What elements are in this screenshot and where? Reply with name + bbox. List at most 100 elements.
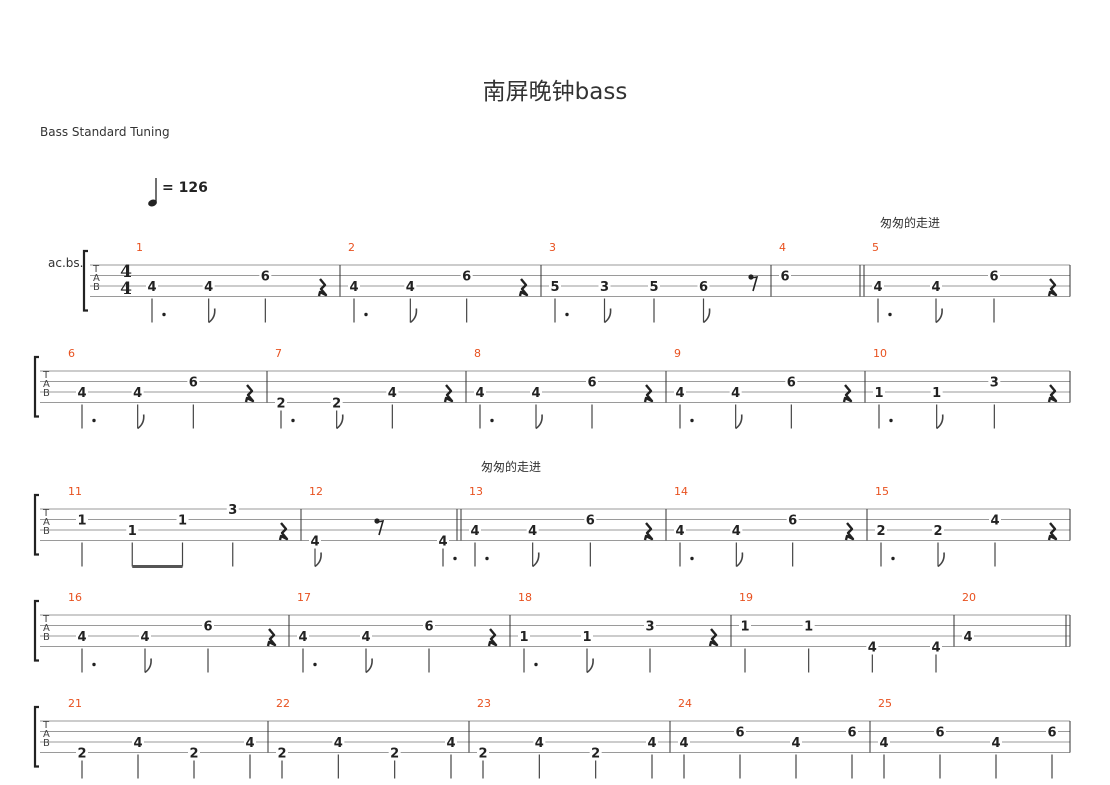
fret-number-bg (309, 533, 321, 547)
fret-number: 6 (462, 270, 471, 285)
fret-number-bg (878, 735, 890, 748)
fret-number: 2 (390, 747, 399, 762)
augmentation-dot (92, 418, 96, 423)
fret-number-bg (990, 735, 1002, 748)
eighth-flag-icon (336, 414, 344, 430)
eighth-flag-icon (208, 308, 216, 324)
fret-number: 4 (732, 524, 741, 539)
measure-number: 21 (68, 697, 82, 710)
eighth-flag-icon (314, 552, 322, 568)
fret-number-bg (404, 279, 417, 292)
fret-number-bg (131, 385, 144, 398)
tab-clef-letter: B (43, 526, 50, 537)
score-title: 南屏晚钟bass (482, 79, 628, 105)
measure-number: 1 (136, 241, 143, 254)
fret-number: 2 (276, 397, 285, 412)
tuning-label: Bass Standard Tuning (40, 125, 170, 139)
fret-number: 6 (989, 270, 998, 285)
fret-number: 4 (406, 280, 415, 295)
fret-number-bg (533, 735, 546, 748)
measure-number: 23 (477, 697, 491, 710)
tempo-marking: = 126 (162, 180, 208, 196)
fret-number-bg (873, 385, 885, 398)
fret-number: 6 (788, 514, 797, 529)
fret-number-bg (330, 395, 343, 409)
instrument-label: ac.bs. (48, 256, 84, 270)
measure-number: 25 (878, 697, 892, 710)
augmentation-dot (889, 418, 893, 423)
fret-number-bg (730, 523, 743, 536)
eighth-flag-icon (735, 552, 744, 568)
augmentation-dot (453, 556, 457, 561)
system-bracket (33, 355, 39, 418)
fret-number: 5 (649, 280, 658, 295)
fret-number-bg (226, 502, 239, 515)
fret-number: 4 (528, 524, 537, 539)
augmentation-dot (162, 312, 166, 317)
system-bracket (33, 599, 39, 662)
fret-number: 4 (361, 630, 370, 645)
tab-clef-letter: B (43, 738, 50, 749)
measure-number: 14 (674, 485, 688, 498)
fret-number-bg (469, 523, 481, 536)
quarter-rest-icon (708, 628, 719, 647)
eighth-flag-icon (137, 414, 145, 430)
fret-number: 4 (438, 535, 447, 550)
quarter-rest-icon (443, 384, 454, 403)
fret-number: 1 (804, 620, 813, 635)
fret-number-bg (76, 512, 88, 526)
measure-number: 18 (518, 591, 532, 604)
measure-number: 3 (549, 241, 556, 254)
fret-number: 4 (931, 641, 940, 656)
fret-number-bg (988, 374, 1001, 388)
fret-number-bg (872, 279, 884, 292)
fret-number: 4 (535, 736, 544, 751)
fret-number: 4 (133, 736, 142, 751)
augmentation-dot (534, 662, 538, 667)
fret-number-bg (648, 279, 660, 292)
fret-number-bg (139, 629, 151, 642)
fret-number: 2 (277, 747, 286, 762)
eighth-flag-icon (532, 552, 540, 568)
fret-number-bg (188, 745, 200, 759)
fret-number: 1 (128, 524, 137, 539)
fret-number: 6 (847, 726, 856, 741)
fret-number: 1 (519, 630, 528, 645)
fret-number: 3 (228, 503, 237, 518)
measure-number: 22 (276, 697, 290, 710)
fret-number: 1 (582, 630, 591, 645)
measure-number: 19 (739, 591, 753, 604)
quarter-rest-icon (643, 522, 654, 541)
measure-number: 6 (68, 347, 75, 360)
fret-number: 4 (531, 386, 540, 401)
augmentation-dot (888, 312, 892, 317)
augmentation-dot (690, 418, 694, 423)
fret-number-bg (388, 745, 401, 759)
eighth-rest-icon (376, 520, 385, 536)
augmentation-dot (364, 312, 368, 317)
fret-number-bg (477, 745, 489, 759)
fret-number: 2 (77, 747, 86, 762)
fret-number: 6 (587, 376, 596, 391)
augmentation-dot (565, 312, 569, 317)
eighth-rest-icon (750, 276, 759, 292)
fret-number: 6 (935, 726, 944, 741)
fret-number-bg (275, 395, 287, 409)
tab-clef-letter: T (42, 720, 50, 731)
fret-number-bg (176, 512, 189, 526)
fret-number: 1 (178, 514, 187, 529)
system-bracket (33, 705, 39, 768)
eighth-flag-icon (935, 308, 943, 324)
fret-number-bg (244, 735, 256, 748)
fret-number-bg (779, 268, 791, 282)
tab-clef-letter: A (43, 517, 50, 528)
fret-number-bg (930, 639, 942, 653)
fret-number: 2 (332, 397, 341, 412)
fret-number: 4 (990, 514, 999, 529)
eighth-flag-icon (604, 308, 612, 324)
fret-number: 3 (600, 280, 609, 295)
measure-number: 12 (309, 485, 323, 498)
fret-number: 1 (77, 514, 86, 529)
measure-number: 16 (68, 591, 82, 604)
fret-number: 6 (203, 620, 212, 635)
